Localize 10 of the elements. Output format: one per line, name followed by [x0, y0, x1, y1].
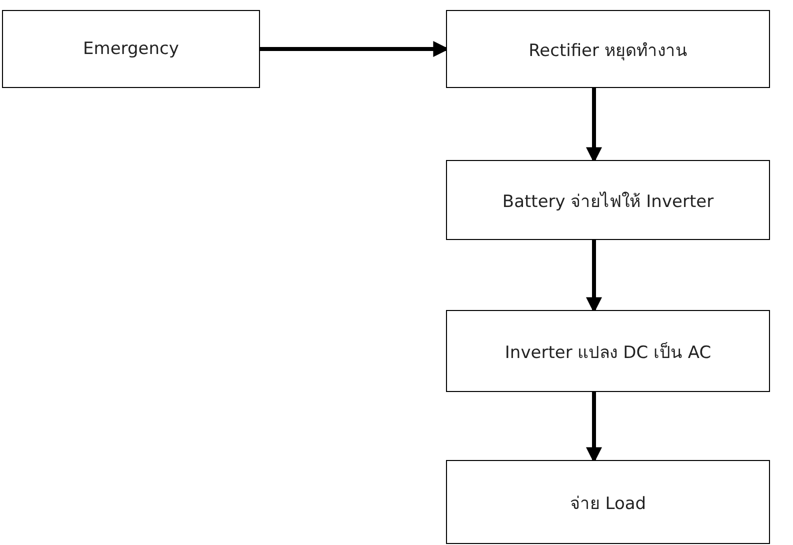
process-box: [446, 310, 770, 392]
box-label: จ่าย Load: [570, 492, 646, 516]
box-label: Inverter แปลง DC เป็น AC: [504, 341, 712, 364]
box-label: Rectifier หยุดทำงาน: [528, 40, 688, 62]
process-box: [446, 10, 770, 88]
box-label: Emergency: [83, 39, 179, 59]
process-box: [446, 160, 770, 240]
process-box: [446, 460, 770, 544]
process-box: [2, 10, 260, 88]
box-label: Battery จ่ายไฟให้ Inverter: [502, 190, 714, 214]
